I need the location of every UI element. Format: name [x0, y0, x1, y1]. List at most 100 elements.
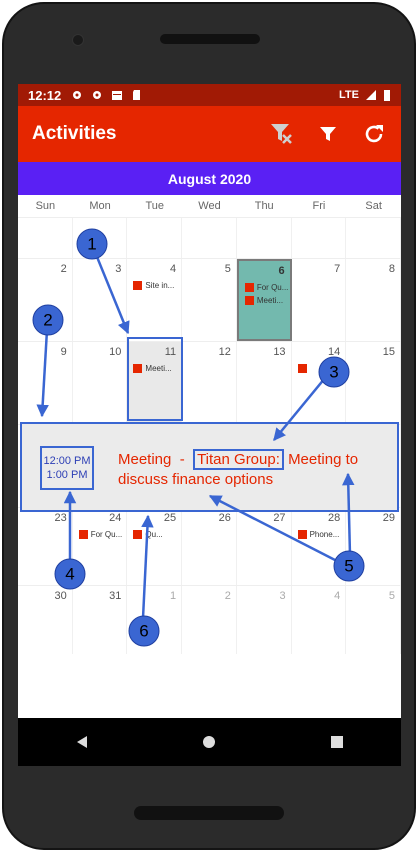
event-marker-icon: [297, 530, 307, 539]
signal-icon: [366, 90, 376, 100]
calendar-day-cell[interactable]: [127, 218, 183, 258]
calendar-day-cell[interactable]: 23: [18, 508, 73, 585]
event-description: Meeting - Titan Group: Meeting to discus…: [118, 449, 388, 490]
calendar-day-cell[interactable]: 3: [73, 259, 128, 341]
calendar-day-cell[interactable]: 13: [237, 342, 292, 424]
day-number: 6: [278, 265, 285, 277]
event-marker-icon: [133, 530, 143, 539]
event-marker-icon: [133, 364, 143, 373]
calendar-day-cell[interactable]: 2: [182, 586, 237, 654]
filter-button[interactable]: [315, 121, 341, 147]
settings-icon: [93, 91, 102, 99]
calendar-day-cell[interactable]: 29: [346, 508, 401, 585]
event-type: Meeting: [118, 451, 172, 468]
weekday-label: Sat: [365, 200, 382, 212]
calendar-day-cell[interactable]: 1: [127, 586, 183, 654]
recents-button[interactable]: [322, 727, 352, 757]
calendar-day-cell[interactable]: [237, 218, 292, 258]
calendar-day-cell[interactable]: 8: [346, 259, 401, 341]
app-title: Activities: [32, 123, 117, 144]
app-bar: Activities: [18, 106, 401, 162]
calendar-week-row: [18, 217, 401, 258]
calendar-event[interactable]: Site in...: [133, 281, 174, 290]
day-number: 2: [224, 590, 231, 602]
calendar-event[interactable]: For Qu...: [244, 283, 289, 292]
day-number: 9: [60, 346, 67, 358]
status-bar: 12:12 LTE: [18, 84, 401, 106]
calendar-day-cell[interactable]: 31: [73, 586, 128, 654]
day-number: 30: [54, 590, 67, 602]
calendar-event[interactable]: Meeti...: [244, 296, 284, 305]
calendar-day-cell[interactable]: [292, 218, 347, 258]
calendar-day-cell[interactable]: [18, 218, 73, 258]
event-separator: -: [179, 451, 185, 468]
calendar-notification-icon: [112, 91, 123, 100]
calendar-day-cell[interactable]: [73, 218, 128, 258]
network-type: LTE: [339, 89, 359, 101]
clear-filter-button[interactable]: [269, 121, 295, 147]
day-number: 12: [218, 346, 231, 358]
day-number: 24: [109, 512, 122, 524]
calendar-day-cell[interactable]: 12: [182, 342, 237, 424]
day-number: 5: [224, 263, 231, 275]
day-number: 14: [328, 346, 341, 358]
calendar-event[interactable]: For Qu...: [78, 530, 123, 539]
event-end-time: 1:00 PM: [46, 469, 88, 481]
calendar-event[interactable]: [297, 364, 310, 373]
calendar-day-cell[interactable]: 2: [18, 259, 73, 341]
weekday-label: Tue: [145, 200, 165, 212]
calendar-event[interactable]: Phone...: [297, 530, 339, 539]
calendar-day-cell[interactable]: 15: [346, 342, 401, 424]
calendar-event[interactable]: Qu...: [133, 530, 163, 539]
calendar-day-cell[interactable]: 10: [73, 342, 128, 424]
day-number: 15: [382, 346, 395, 358]
filter-icon: [320, 127, 336, 141]
day-number: 25: [163, 512, 177, 524]
day-number: 1: [170, 590, 177, 602]
calendar-day-cell[interactable]: 26: [182, 508, 237, 585]
event-detail-popup[interactable]: 12:00 PM 1:00 PM Meeting - Titan Group: …: [20, 422, 399, 512]
back-button[interactable]: [67, 727, 97, 757]
event-description-text: Meeting to discuss finance options: [118, 451, 359, 488]
weekday-label: Sun: [35, 200, 56, 212]
calendar-day-cell[interactable]: 4: [292, 586, 347, 654]
month-header[interactable]: August 2020: [18, 162, 401, 195]
calendar-day-cell[interactable]: 9: [18, 342, 73, 424]
event-title: Meeti...: [256, 296, 284, 305]
event-title: For Qu...: [256, 283, 289, 292]
day-number: 4: [334, 590, 341, 602]
day-number: 11: [164, 346, 177, 358]
calendar-day-cell[interactable]: 5: [346, 586, 401, 654]
calendar-day-cell[interactable]: 27: [237, 508, 292, 585]
calendar-day-cell[interactable]: 5: [182, 259, 237, 341]
home-button[interactable]: [194, 727, 224, 757]
weekday-label: Thu: [254, 200, 274, 212]
calendar-day-cell[interactable]: [182, 218, 237, 258]
month-label: August 2020: [167, 170, 252, 187]
calendar-event[interactable]: Meeti...: [133, 364, 172, 373]
calendar-day-cell[interactable]: 30: [18, 586, 73, 654]
calendar-day-cell[interactable]: 14: [292, 342, 347, 424]
screen: 12:12 LTE Activities: [18, 84, 401, 766]
day-number: 2: [60, 263, 67, 275]
calendar-day-cell[interactable]: 3: [237, 586, 292, 654]
back-icon: [76, 736, 87, 748]
weekday-header: Sun Mon Tue Wed Thu Fri Sat: [18, 195, 401, 217]
day-number: 3: [279, 590, 286, 602]
event-title: For Qu...: [90, 530, 123, 539]
calendar-day-cell[interactable]: [346, 218, 401, 258]
calendar-day-cell[interactable]: 7: [292, 259, 347, 341]
sd-card-icon: [133, 90, 141, 100]
refresh-button[interactable]: [361, 121, 387, 147]
event-marker-icon: [78, 530, 88, 539]
